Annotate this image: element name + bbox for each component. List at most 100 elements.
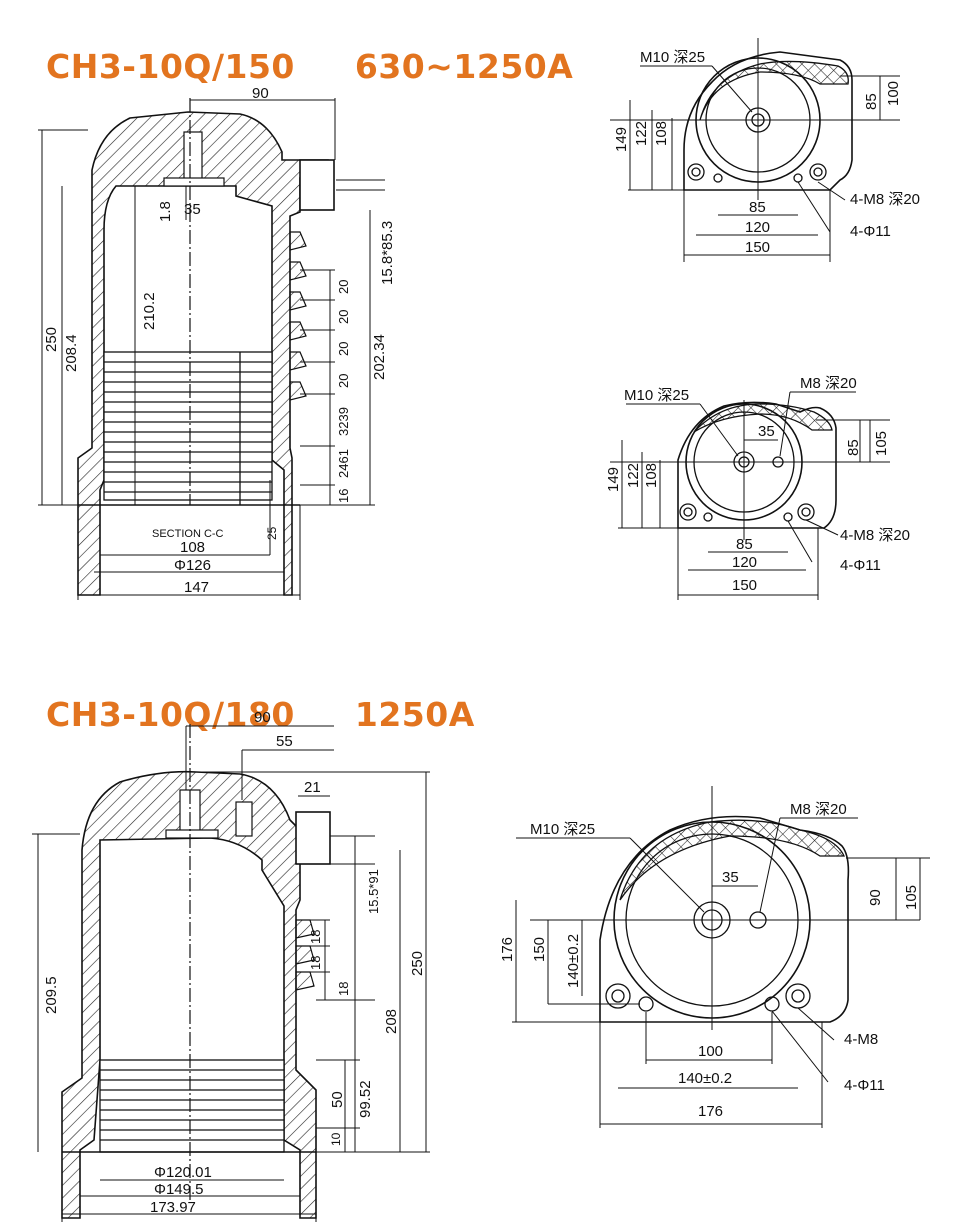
a2-dim-85v: 85 [845, 439, 862, 456]
a1-dim-122: 122 [633, 121, 650, 146]
b-hole-right [785, 983, 811, 1009]
a-section-label: SECTION C-C [152, 528, 224, 540]
drawing-b-top-view-labels: M10 深25 M8 深20 35 90 105 176 150 140±0.2… [499, 801, 920, 1120]
b-top-dim-150v: 150 [531, 937, 548, 962]
a-dim-15-8: 15.8*85.3 [379, 221, 396, 285]
b-top-dim-140: 140±0.2 [678, 1070, 732, 1087]
a2-m8: 4-M8 深20 [840, 527, 910, 544]
a2-hole-left [679, 503, 697, 521]
a-center-contact [183, 131, 203, 185]
a2-dim-120: 120 [732, 554, 757, 571]
b-top-dim-105: 105 [903, 885, 920, 910]
a1-dim-149: 149 [613, 127, 630, 152]
b-dim-phi120: Φ120.01 [154, 1164, 212, 1181]
a2-dim-85: 85 [736, 536, 753, 553]
drawing-a-top-view-1-dims [610, 38, 900, 262]
drawing-a-top-view-1 [683, 51, 853, 191]
a-dim-1-8: 1.8 [157, 201, 174, 222]
a1-phi11: 4-Φ11 [850, 223, 891, 240]
b-dim-55: 55 [276, 733, 293, 750]
b-top-dim-35: 35 [722, 869, 739, 886]
b-hole-left [605, 983, 631, 1009]
b-m8-contact [235, 801, 253, 837]
b-dim-10: 10 [329, 1132, 343, 1146]
b-top-dim-100: 100 [698, 1043, 723, 1060]
b-top-dim-90: 90 [867, 889, 884, 906]
b-dim-173: 173.97 [150, 1199, 196, 1216]
b-top-hatch [619, 819, 846, 901]
b-dim-21: 21 [304, 779, 321, 796]
a1-outline [683, 51, 853, 191]
drawing-b-side-dimensions [32, 725, 430, 1222]
b-dim-208: 208 [383, 1009, 400, 1034]
b-dim-99-52: 99.52 [357, 1080, 374, 1118]
a-sheds [289, 231, 307, 401]
drawing-b-top-view [599, 815, 850, 1023]
a-dim-147: 147 [184, 579, 209, 596]
b-dim-90: 90 [254, 709, 271, 726]
b-top-m8-top: M8 深20 [790, 801, 847, 818]
a-dim-32-39: 3239 [336, 407, 351, 436]
a-dim-208-4: 208.4 [63, 334, 80, 372]
b-dim-50: 50 [329, 1091, 346, 1108]
a-dim-35: 35 [184, 201, 201, 218]
a-dim-90: 90 [252, 85, 269, 102]
title-model-a: CH3-10Q/150 630~1250A [22, 8, 573, 86]
a-dim-210-2: 210.2 [141, 292, 158, 330]
drawing-a-side-labels: 90 1.8 35 15.8*85.3 210.2 250 208.4 202.… [43, 85, 396, 596]
a2-dim-122: 122 [625, 463, 642, 488]
b-top-dim-176v: 176 [499, 937, 516, 962]
a2-m10: M10 深25 [624, 387, 689, 404]
a2-dim-105: 105 [873, 431, 890, 456]
title-model-b: CH3-10Q/180 1250A [22, 656, 475, 734]
a2-dim-108: 108 [643, 463, 660, 488]
a-dim-108: 108 [180, 539, 205, 556]
a2-hole-right [797, 503, 815, 521]
a-dim-202-34: 202.34 [371, 334, 388, 380]
a1-dim-100: 100 [885, 81, 902, 106]
a2-outline [677, 401, 837, 529]
b-dim-phi149: Φ149.5 [154, 1181, 204, 1198]
a1-dim-85v: 85 [863, 93, 880, 110]
drawing-b-side-section [61, 724, 331, 1219]
b-top-m8: 4-M8 [844, 1031, 878, 1048]
a-shed-1: 20 [336, 280, 351, 294]
drawing-a-side-dimensions [38, 98, 385, 600]
a1-m8: 4-M8 深20 [850, 191, 920, 208]
a2-phi11: 4-Φ11 [840, 557, 881, 574]
a-shed-3: 20 [336, 342, 351, 356]
a2-dim-149: 149 [605, 467, 622, 492]
b-shed-1: 18 [308, 930, 323, 944]
a1-dim-120: 120 [745, 219, 770, 236]
title-b-model: CH3-10Q/180 [45, 695, 295, 734]
drawing-b-top-view-dims [512, 786, 930, 1128]
b-top-dim-140v: 140±0.2 [565, 934, 582, 988]
a-inner-corrugation [103, 351, 273, 505]
a-dim-24-61: 2461 [336, 449, 351, 478]
b-terminal-boss [295, 811, 331, 865]
drawing-a-top-view-1-labels: M10 深25 149 122 108 85 100 85 120 150 4-… [613, 49, 920, 256]
drawing-a-top-view-2 [677, 401, 837, 529]
a-dim-phi126: Φ126 [174, 557, 211, 574]
drawing-a-top-view-2-dims [610, 391, 890, 600]
a2-dim-35: 35 [758, 423, 775, 440]
drawing-a-side-section [77, 98, 335, 596]
a-dim-250: 250 [43, 327, 60, 352]
drawing-b-side-labels: 90 55 21 15.5*91 18 18 18 209.5 250 208 … [43, 709, 426, 1216]
a-dim-25: 25 [265, 526, 279, 540]
b-dim-209-5: 209.5 [43, 976, 60, 1014]
a-dim-16: 16 [336, 489, 351, 503]
b-shed-2: 18 [308, 956, 323, 970]
title-a-model: CH3-10Q/150 [45, 47, 295, 86]
a2-dim-150: 150 [732, 577, 757, 594]
b-shed-3: 18 [336, 982, 351, 996]
title-a-current: 630~1250A [354, 47, 574, 86]
b-inner-corrugation [99, 1059, 285, 1153]
a1-dim-150: 150 [745, 239, 770, 256]
b-top-m10: M10 深25 [530, 821, 595, 838]
b-top-phi11: 4-Φ11 [844, 1077, 885, 1094]
a1-m10: M10 深25 [640, 49, 705, 66]
a1-hole-right [809, 163, 827, 181]
b-body-shell [61, 770, 317, 1219]
a-shed-4: 20 [336, 374, 351, 388]
